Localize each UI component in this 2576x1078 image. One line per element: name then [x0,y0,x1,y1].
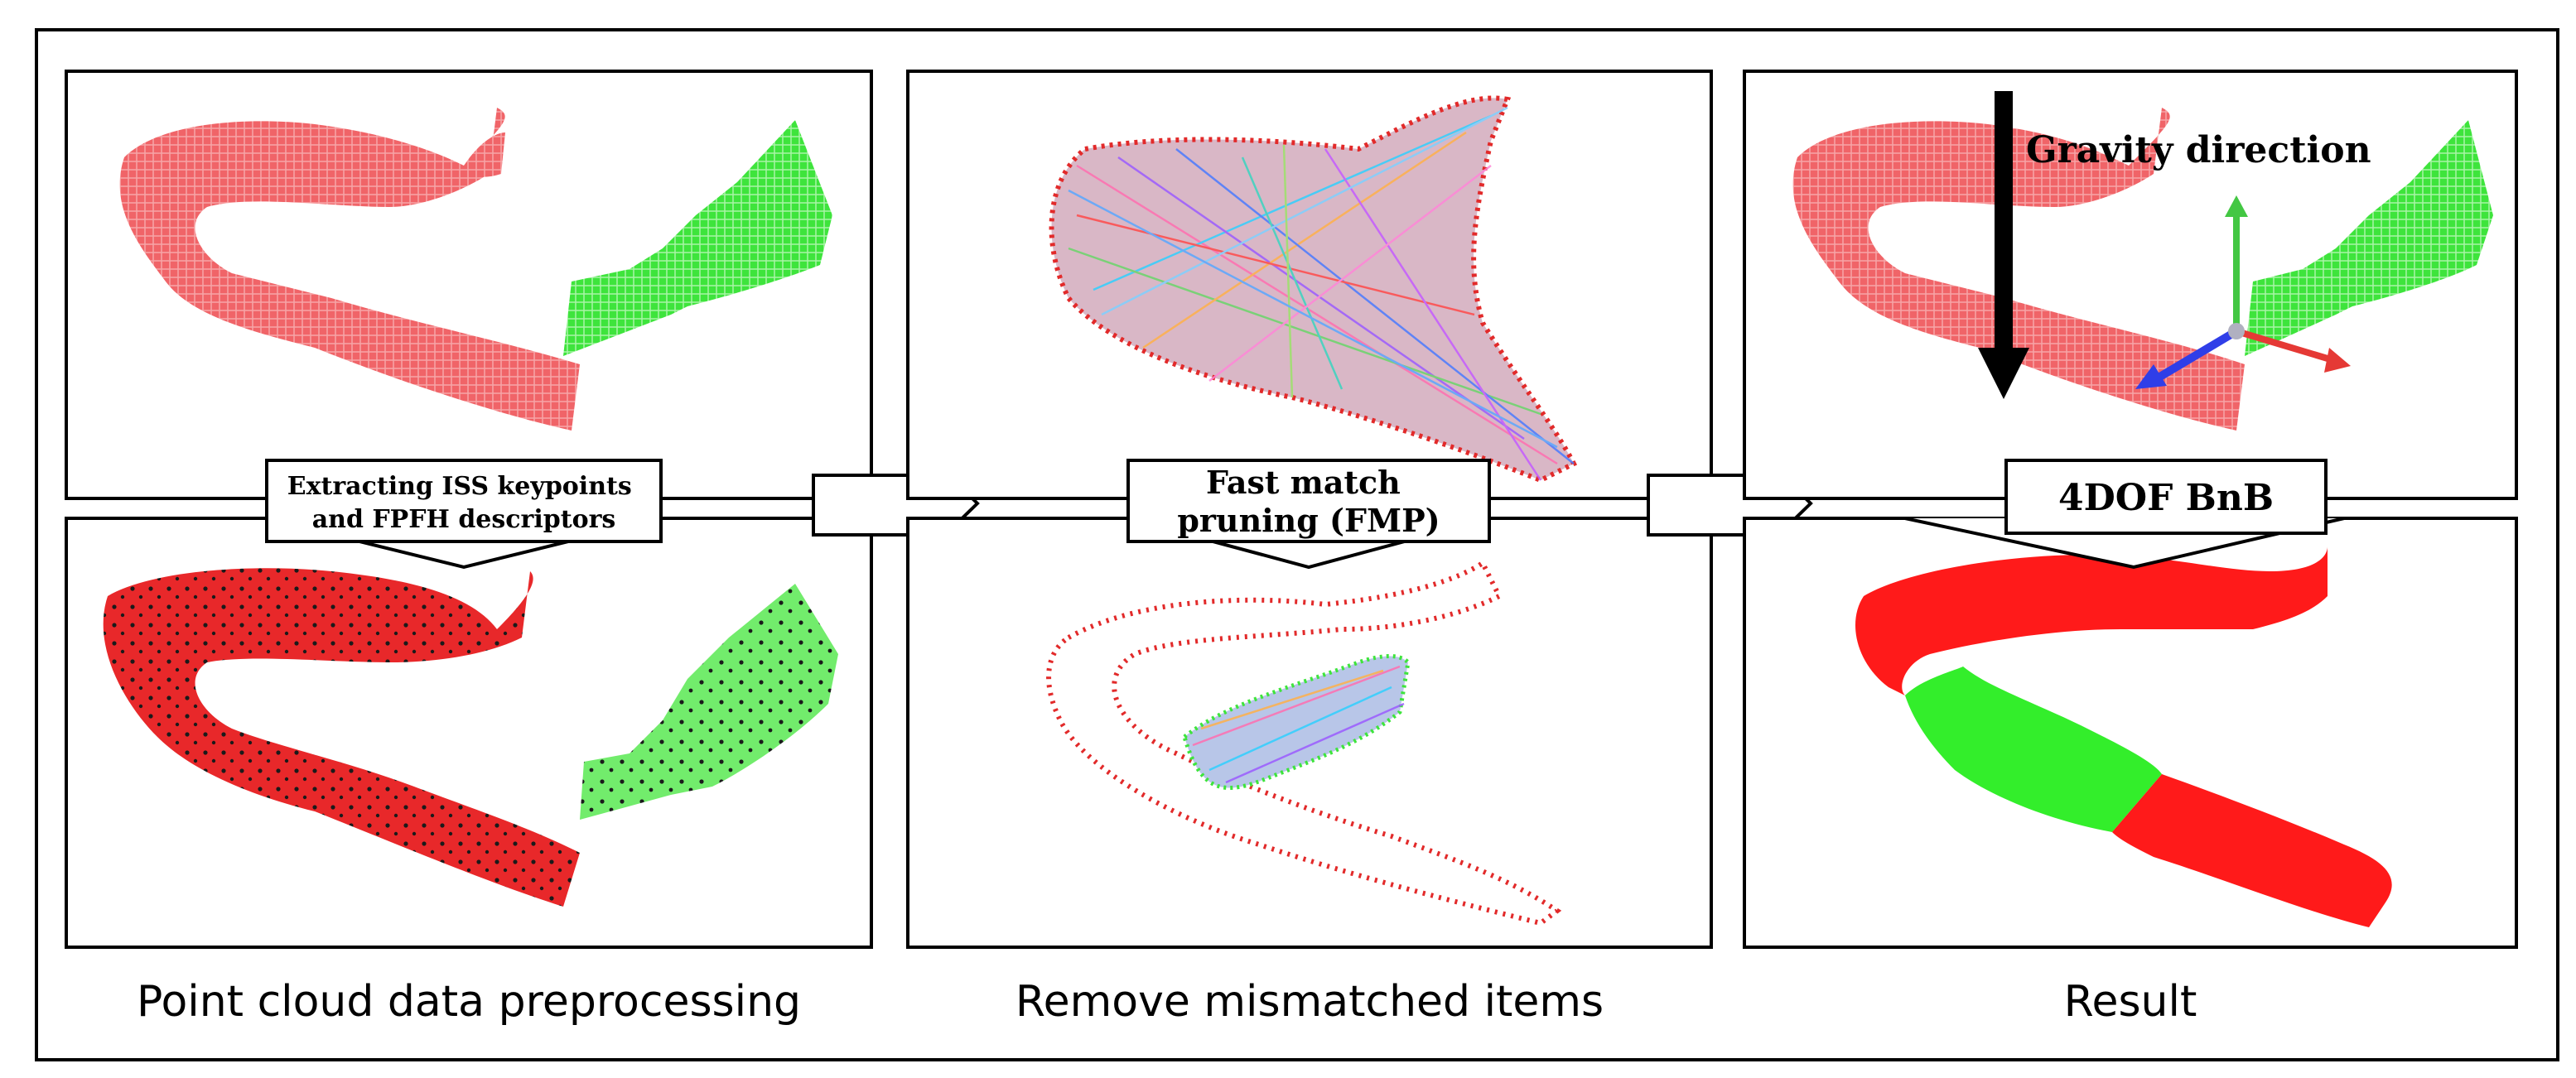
coordinate-axes-icon [2135,195,2351,389]
step-2-label-line-1: Fast match [1206,464,1401,501]
step-2-label-line-2: pruning (FMP) [1177,502,1440,539]
result-source-tail [2112,774,2392,927]
source-cloud-raw-tail [464,132,505,177]
target-cloud-keypoints [580,584,838,820]
source-cloud-outline [1046,559,1562,926]
gravity-direction-label: Gravity direction [2026,129,2371,171]
caption-preprocessing: Point cloud data preprocessing [136,977,802,1027]
step-1-label-line-2: and FPFH descriptors [312,505,616,534]
svg-text:Fast match pruning (FMP): Fast match pruning (FMP) [1177,464,1440,539]
raw-correspondence-region [1049,95,1578,484]
caption-remove-mismatch: Remove mismatched items [1015,977,1604,1027]
source-cloud-keypoints [103,568,580,907]
outer-frame [35,28,2559,1061]
column-remove-mismatch: Fast match pruning (FMP) [906,70,1713,949]
gravity-arrow-head [1978,348,2029,399]
column-result: Gravity direction 4DOF BnB [1743,70,2518,949]
source-cloud-gravity [1792,108,2245,431]
pruned-correspondence-lines [1192,665,1405,784]
result-target-middle [1905,667,2162,832]
raw-correspondence-lines [1068,106,1575,481]
gravity-arrow-shaft [1995,91,2013,356]
result-source-top [1855,546,2328,695]
step-3-pointer [1744,517,2516,570]
step-3-label: 4DOF BnB [2058,477,2274,519]
step-3-label-box [2004,459,2328,535]
caption-result: Result [2063,977,2197,1027]
target-cloud-gravity [2245,120,2493,356]
target-cloud-raw [563,120,832,356]
step-1-label-line-1: Extracting ISS keypoints [287,472,632,501]
column-preprocessing: Extracting ISS keypoints and FPFH descri… [65,70,873,949]
step-1-label-box [265,459,663,543]
svg-text:Extracting ISS keypoints: Extracting ISS keypoints and FPFH descri… [287,472,640,534]
step-2-label-box [1126,459,1491,543]
source-cloud-raw [119,108,580,431]
